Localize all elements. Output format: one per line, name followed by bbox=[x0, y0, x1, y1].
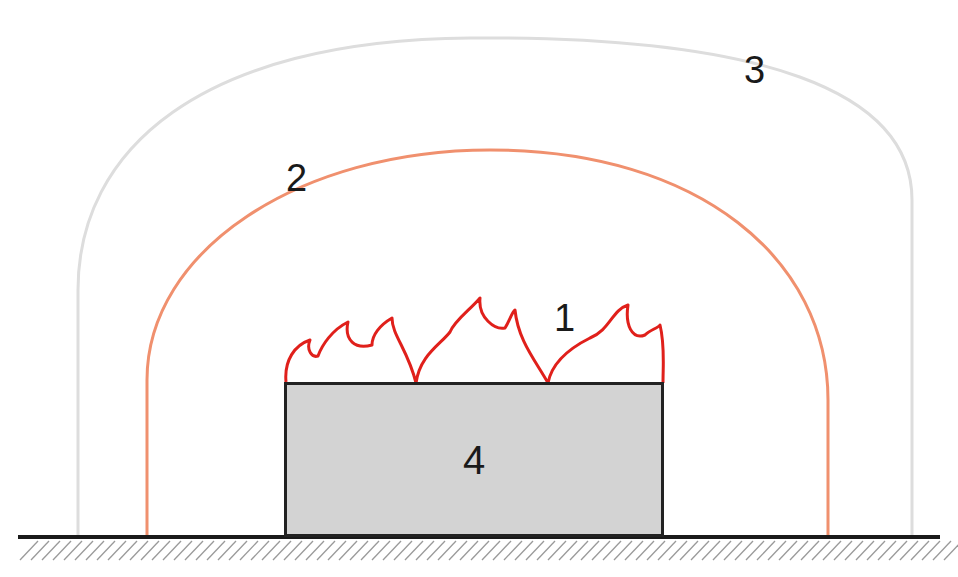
flames bbox=[286, 298, 664, 383]
callout-number: 2 bbox=[286, 159, 307, 197]
callout-number: 3 bbox=[744, 51, 765, 89]
callout-number: 1 bbox=[554, 299, 575, 337]
ground-hatching bbox=[20, 541, 958, 560]
callout-number: 4 bbox=[463, 440, 485, 480]
burning-object-box: 4 bbox=[284, 382, 664, 537]
